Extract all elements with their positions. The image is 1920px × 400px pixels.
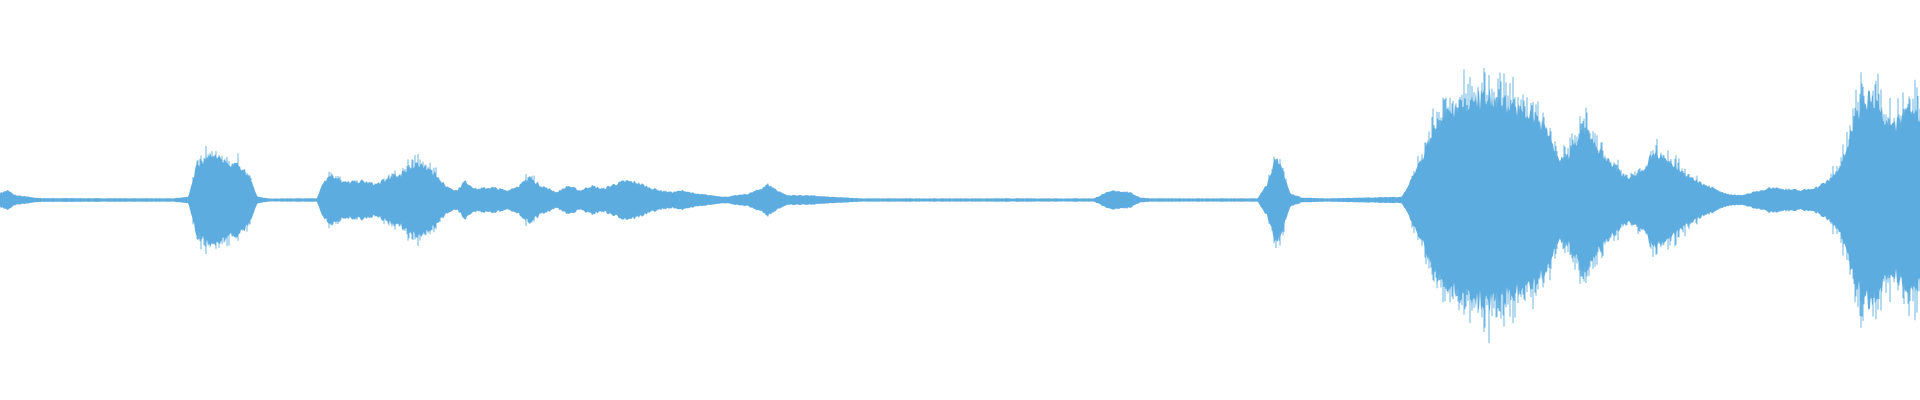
waveform-spikes: [192, 68, 1920, 344]
